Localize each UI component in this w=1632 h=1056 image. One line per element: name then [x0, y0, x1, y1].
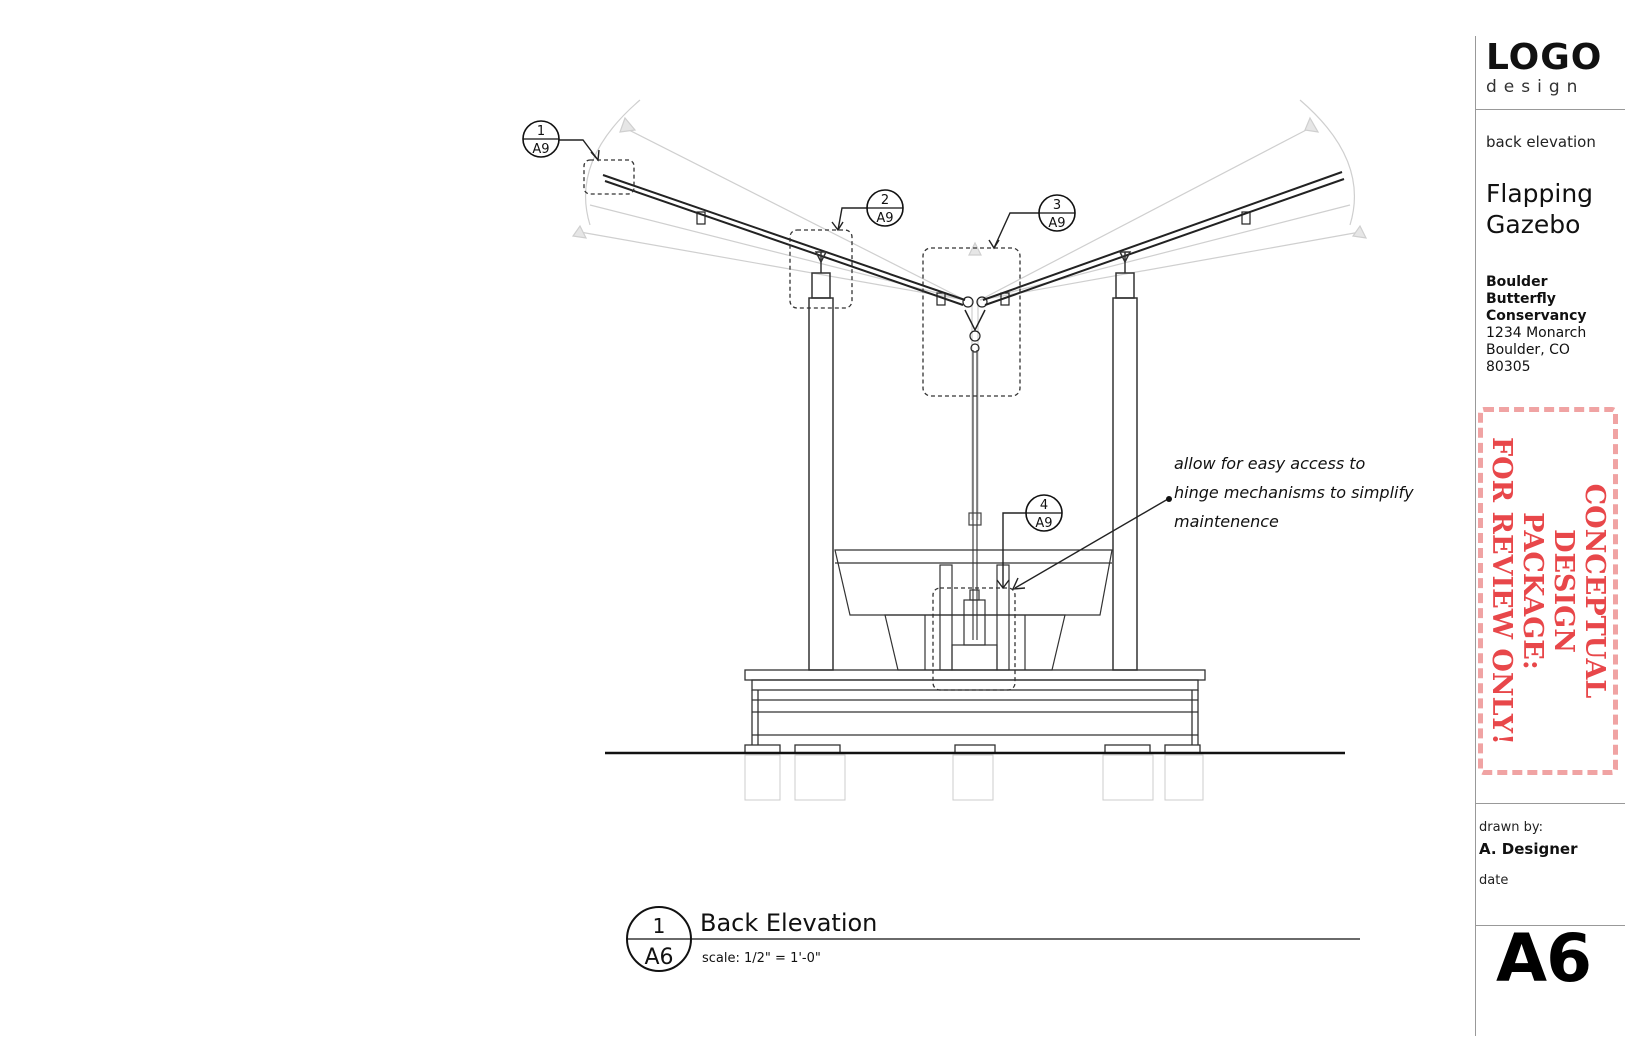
callout-3-number: 3 [1053, 198, 1061, 213]
drawing-scale: scale: 1/2" = 1'-0" [702, 951, 821, 966]
drawn-by-label: drawn by: [1479, 820, 1543, 835]
view-sheet: A6 [644, 945, 673, 970]
client-name-line: Boulder [1486, 274, 1548, 290]
title-block-border [1475, 36, 1476, 1036]
callout-1: 1 A9 [522, 120, 560, 158]
stamp-line: FOR REVIEW ONLY! [1486, 436, 1517, 745]
drawing-title-block: 1 A6 Back Elevation scale: 1/2" = 1'-0" [626, 906, 1360, 972]
client-name-line: Conservancy [1486, 308, 1587, 324]
client-info: Boulder Butterfly Conservancy 1234 Monar… [1486, 274, 1587, 376]
title-block-divider [1475, 925, 1625, 926]
planter-basin [834, 549, 1113, 671]
drawing-title: Back Elevation [700, 909, 877, 937]
detail-box-1 [583, 159, 635, 195]
footings [744, 754, 1204, 801]
callout-2-sheet: A9 [876, 211, 893, 226]
deck [744, 669, 1206, 754]
detail-boxes [583, 159, 1021, 691]
title-block-divider [1475, 803, 1625, 804]
date-label: date [1479, 873, 1509, 888]
stamp-text: CONCEPTUAL DESIGN PACKAGE: FOR REVIEW ON… [1486, 421, 1610, 761]
callout-1-sheet: A9 [532, 142, 549, 157]
detail-box-4 [932, 587, 1016, 691]
project-title: Flapping Gazebo [1486, 179, 1594, 239]
annotation-dot [1166, 496, 1172, 502]
annotation-line-3: maintenence [1174, 512, 1279, 531]
callout-4-sheet: A9 [1035, 516, 1052, 531]
callout-2: 2 A9 [866, 189, 904, 227]
callout-3: 3 A9 [1038, 194, 1076, 232]
client-address-line: Boulder, CO [1486, 342, 1570, 358]
sheet-subtitle: back elevation [1486, 133, 1596, 151]
client-address-line: 80305 [1486, 359, 1531, 375]
sheet-number: A6 [1496, 920, 1592, 997]
client-address-line: 1234 Monarch [1486, 325, 1587, 341]
detail-box-2 [789, 229, 853, 309]
view-number: 1 [653, 914, 666, 938]
client-name-line: Butterfly [1486, 291, 1556, 307]
callout-4: 4 A9 [1025, 494, 1063, 532]
drawn-by-name: A. Designer [1479, 840, 1578, 858]
callout-leaders [558, 139, 1169, 590]
callout-3-sheet: A9 [1048, 216, 1065, 231]
maintenance-annotation: allow for easy access to hinge mechanism… [1174, 454, 1414, 531]
logo-text: LOGO [1486, 37, 1603, 78]
title-block-divider [1475, 109, 1625, 110]
stamp-line: PACKAGE: [1517, 512, 1548, 670]
stamp-line: CONCEPTUAL DESIGN [1548, 483, 1610, 699]
callout-4-number: 4 [1040, 498, 1048, 513]
annotation-line-1: allow for easy access to [1174, 454, 1366, 473]
review-stamp: CONCEPTUAL DESIGN PACKAGE: FOR REVIEW ON… [1478, 407, 1618, 775]
wing-spars [602, 171, 1345, 353]
logo-subtext: design [1486, 77, 1585, 97]
callout-2-number: 2 [881, 193, 889, 208]
annotation-line-2: hinge mechanisms to simplify [1174, 483, 1414, 502]
central-mast [968, 350, 982, 640]
callout-1-number: 1 [537, 124, 545, 139]
